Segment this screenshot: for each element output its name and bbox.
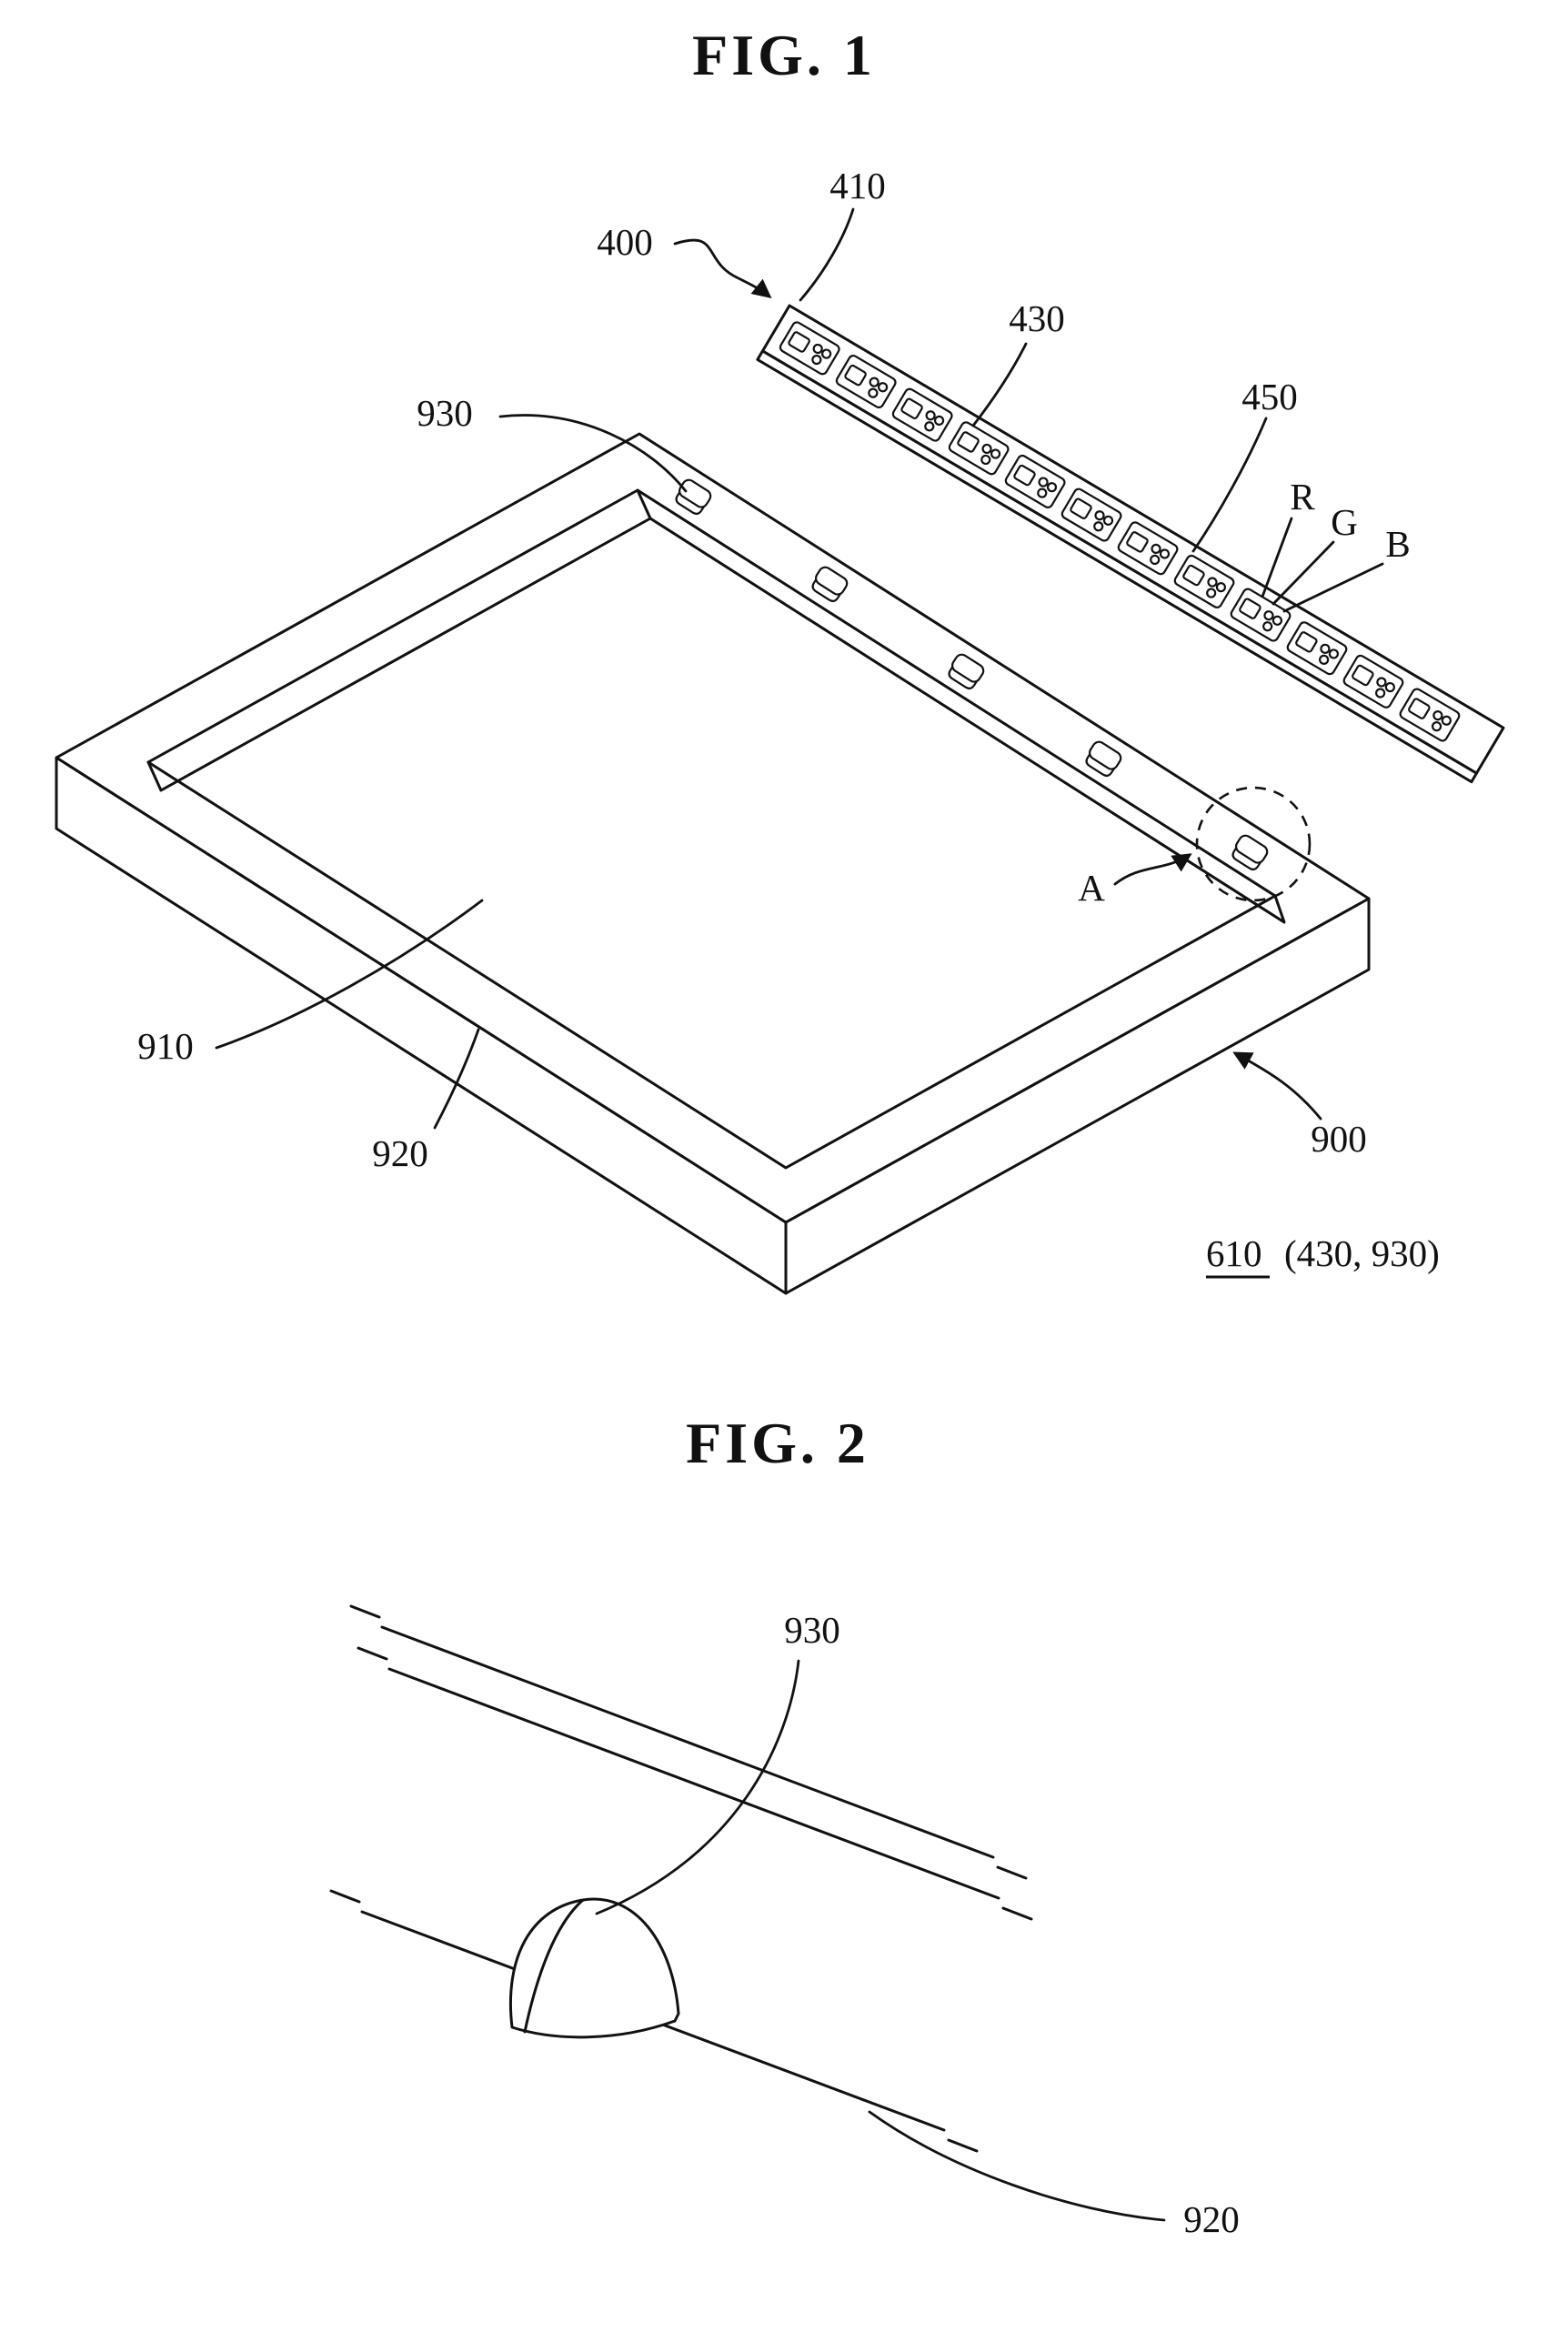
leader-930 — [498, 414, 688, 493]
break-tick — [357, 1646, 388, 1661]
chassis-floor-edges — [146, 488, 1286, 924]
label-400: 400 — [597, 221, 653, 263]
leader-A — [1113, 853, 1192, 886]
edge-line-top — [380, 1625, 995, 1859]
leader-G — [1271, 540, 1335, 606]
figure1-labels: 400 410 430 450 R G B 930 A 910 920 900 … — [137, 165, 1440, 1279]
label-900: 900 — [1311, 1118, 1367, 1160]
figure2-drawing: 930 920 — [329, 1604, 1240, 2240]
leader-R — [1261, 517, 1293, 598]
leader-930-fig2 — [595, 1659, 800, 1915]
break-tick — [349, 1604, 381, 1619]
detail-region-circle-a — [1195, 786, 1312, 902]
chassis — [55, 432, 1371, 1295]
lamp-holder-dome — [508, 1897, 680, 2039]
label-610-detail: (430, 930) — [1284, 1232, 1440, 1274]
leader-430 — [971, 342, 1028, 427]
leader-910 — [215, 899, 484, 1050]
label-920-fig2: 920 — [1183, 2198, 1240, 2240]
figure1-drawing: 400 410 430 450 R G B 930 A 910 920 900 … — [55, 165, 1505, 1295]
label-G: G — [1331, 501, 1358, 543]
lamp-holder-dome-edge — [523, 1898, 585, 2034]
label-930-fig2: 930 — [784, 1609, 840, 1651]
break-tick — [1001, 1906, 1033, 1921]
break-tick — [947, 2138, 979, 2153]
leader-450 — [1191, 417, 1268, 553]
break-tick — [329, 1889, 361, 1904]
label-430: 430 — [1009, 297, 1065, 339]
break-tick — [996, 1865, 1028, 1880]
label-920: 920 — [372, 1132, 428, 1174]
leader-920 — [433, 1028, 480, 1130]
edge-line-inner — [387, 1667, 1000, 1900]
label-B: B — [1385, 523, 1410, 565]
figure2-title: FIG. 2 — [686, 1411, 869, 1475]
label-610: 610 — [1206, 1232, 1262, 1274]
chassis-front-right-wall — [784, 897, 1371, 1295]
label-450: 450 — [1241, 376, 1298, 417]
leader-B — [1282, 562, 1384, 613]
label-910: 910 — [137, 1025, 194, 1067]
frame-edge-lines — [329, 1604, 1033, 2153]
label-930: 930 — [417, 392, 473, 434]
leader-900 — [1232, 1051, 1322, 1121]
figure1-leader-lines — [215, 207, 1384, 1130]
leader-400 — [673, 238, 772, 298]
led-bar-assembly — [756, 304, 1505, 784]
leader-920-fig2 — [868, 2110, 1166, 2222]
label-A: A — [1078, 867, 1105, 909]
led-bar-edge — [756, 349, 1478, 784]
label-R: R — [1290, 476, 1315, 518]
figure1-title: FIG. 1 — [692, 23, 876, 87]
leader-410 — [799, 207, 855, 302]
label-410: 410 — [829, 165, 886, 206]
